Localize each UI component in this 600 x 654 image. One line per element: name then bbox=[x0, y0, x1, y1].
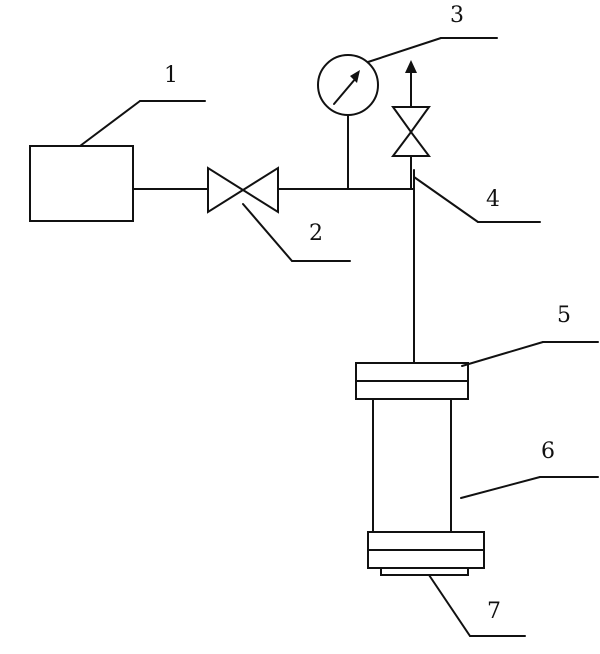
label-4: 4 bbox=[486, 187, 500, 212]
label-3: 3 bbox=[450, 3, 464, 28]
label-5: 5 bbox=[557, 303, 571, 328]
source-box: 1 bbox=[29, 63, 206, 222]
leader-line-7 bbox=[428, 574, 471, 637]
bottom-plate: 7 bbox=[380, 567, 526, 637]
bottom-cap bbox=[367, 531, 485, 569]
vent-valve-icon: 4 bbox=[391, 60, 541, 223]
label-1: 1 bbox=[164, 63, 178, 88]
cylinder-body: 6 bbox=[372, 398, 599, 533]
top-cap: 5 bbox=[355, 303, 599, 400]
leader-line-1 bbox=[79, 100, 141, 147]
leader-line-4 bbox=[413, 176, 479, 223]
leader-line-6 bbox=[460, 476, 541, 499]
label-7: 7 bbox=[487, 599, 501, 624]
leader-line-3 bbox=[367, 37, 442, 63]
leader-line-5 bbox=[461, 341, 544, 367]
label-6: 6 bbox=[541, 439, 555, 464]
label-2: 2 bbox=[309, 221, 323, 246]
valve-icon: 2 bbox=[207, 166, 351, 262]
pressure-gauge-icon: 3 bbox=[317, 3, 498, 190]
leader-line-2 bbox=[242, 203, 293, 262]
